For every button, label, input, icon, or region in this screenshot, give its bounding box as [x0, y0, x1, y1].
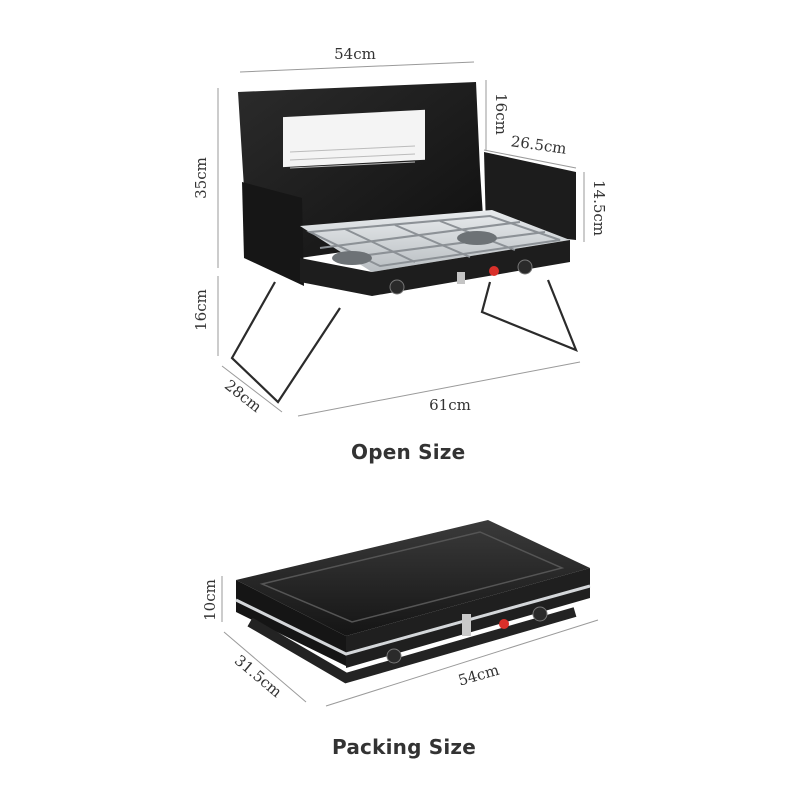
packing-size-caption: Packing Size [332, 735, 477, 759]
packed-base [247, 607, 577, 684]
dim-packed-width: 54cm [456, 661, 501, 690]
dim-total-height: 35cm [192, 157, 210, 199]
dim-leg-height: 16cm [192, 289, 210, 331]
packed-top [236, 520, 590, 636]
open-stove [230, 82, 578, 404]
packed-left-side [236, 580, 346, 666]
packed-steel-trim [235, 584, 591, 656]
right-knob [517, 259, 533, 275]
igniter-button [489, 266, 499, 276]
left-knob [389, 279, 405, 295]
dim-wing-width: 26.5cm [510, 132, 568, 158]
open-dimension-labels: 54cm 16cm 26.5cm 14.5cm 35cm 16cm 28cm 6… [192, 45, 608, 416]
right-burner [457, 231, 497, 245]
packed-dimension-lines [221, 576, 599, 707]
packed-lid-emboss [259, 531, 565, 623]
dim-bottom-width: 61cm [429, 396, 471, 414]
left-wind-guard [242, 182, 304, 286]
dim-packed-depth: 31.5cm [231, 651, 285, 701]
open-dimension-lines [217, 61, 585, 417]
instruction-label [283, 109, 425, 168]
cooking-grate [306, 214, 561, 268]
latch [457, 272, 465, 284]
packed-igniter-button [499, 619, 509, 629]
dim-lid-height: 16cm [492, 93, 510, 135]
packed-left-knob [386, 648, 402, 664]
packed-latch [462, 614, 471, 636]
packed-right-knob [532, 606, 548, 622]
left-burner [332, 251, 372, 265]
open-size-caption: Open Size [351, 440, 466, 464]
control-panel [300, 240, 570, 296]
dim-wing-height: 14.5cm [590, 180, 608, 236]
folding-legs [230, 279, 578, 404]
dim-top-width: 54cm [334, 45, 376, 63]
packed-stove [235, 520, 591, 684]
dim-packed-height: 10cm [201, 579, 219, 621]
